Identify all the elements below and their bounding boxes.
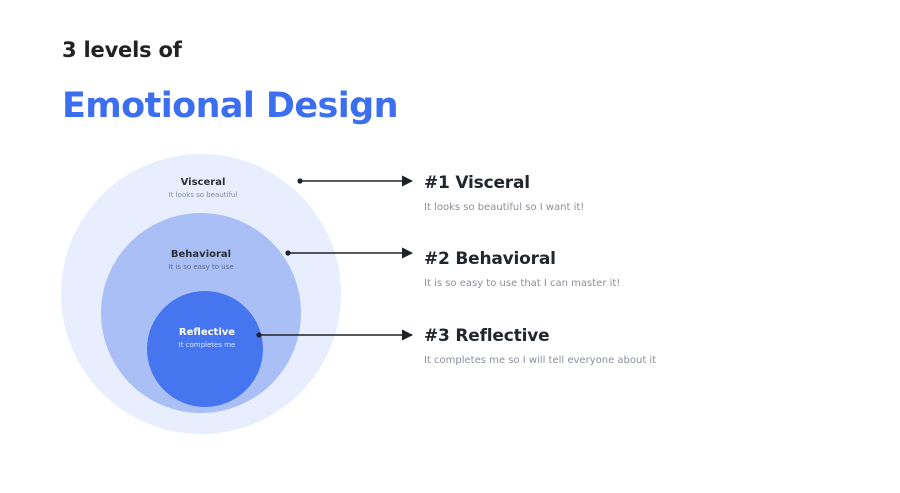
ring-title-visceral: Visceral: [180, 177, 226, 188]
level-description-reflective: It completes me so I will tell everyone …: [424, 355, 657, 366]
connector-visceral-dot: [297, 178, 303, 184]
ring-title-behavioral: Behavioral: [170, 249, 232, 260]
level-visceral: #1 Visceral It looks so beautiful so I w…: [424, 173, 584, 213]
ring-title-reflective: Reflective: [178, 327, 236, 338]
level-description-visceral: It looks so beautiful so I want it!: [424, 202, 585, 213]
page-title: Emotional Design: [62, 86, 399, 126]
ring-label-visceral: Visceral It looks so beautiful: [169, 177, 238, 199]
level-heading-visceral: #1 Visceral: [424, 173, 530, 193]
level-heading-behavioral: #2 Behavioral: [424, 249, 556, 269]
ring-caption-reflective: It completes me: [178, 341, 236, 349]
ring-inner-reflective: [147, 291, 263, 407]
kicker-text: 3 levels of: [62, 38, 182, 62]
ring-label-reflective: Reflective It completes me: [179, 327, 236, 349]
ring-caption-visceral: It looks so beautiful: [168, 191, 238, 199]
level-description-behavioral: It is so easy to use that I can master i…: [424, 278, 621, 289]
ring-caption-behavioral: It is so easy to use: [168, 263, 234, 271]
level-heading-reflective: #3 Reflective: [424, 326, 550, 346]
connector-reflective-dot: [256, 332, 262, 338]
connector-behavioral-dot: [285, 250, 291, 256]
ring-label-behavioral: Behavioral It is so easy to use: [168, 249, 233, 271]
level-behavioral: #2 Behavioral It is so easy to use that …: [424, 249, 620, 289]
level-reflective: #3 Reflective It completes me so I will …: [424, 326, 656, 366]
